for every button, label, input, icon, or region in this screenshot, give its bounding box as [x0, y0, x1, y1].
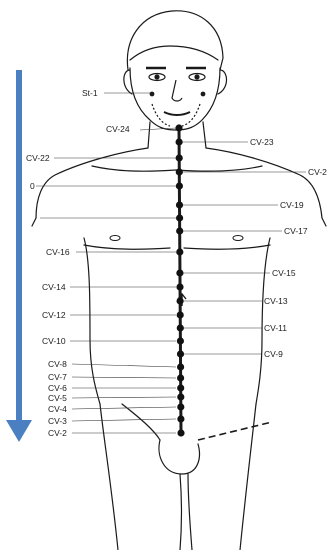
label-cv17: CV-17	[284, 226, 308, 236]
label-cv21: CV-2	[308, 167, 327, 177]
cv-point	[176, 168, 183, 175]
hairline	[130, 46, 218, 60]
mouth	[164, 112, 190, 115]
arm-left	[32, 218, 36, 226]
label-cv4: CV-4	[48, 404, 67, 414]
st1-points	[104, 92, 205, 97]
genital-outline	[159, 440, 199, 474]
face-left	[130, 68, 176, 130]
cv-point	[176, 201, 183, 208]
neck-right	[203, 122, 206, 148]
torso-right	[256, 238, 270, 404]
st1-point-right	[201, 92, 206, 97]
cv-point	[176, 283, 183, 290]
label-cv20: 0	[30, 181, 35, 191]
cv-point	[177, 374, 184, 381]
direction-arrow	[6, 70, 32, 442]
arrow-head	[6, 420, 32, 442]
label-cv15: CV-15	[272, 268, 296, 278]
label-cv13: CV-13	[264, 296, 288, 306]
cv-point	[176, 154, 183, 161]
hip-left	[100, 404, 118, 550]
label-cv24: CV-24	[106, 124, 130, 134]
cv-point	[176, 214, 183, 221]
label-cv23: CV-23	[250, 137, 274, 147]
leader-cv7	[72, 377, 176, 378]
label-cv22: CV-22	[26, 153, 50, 163]
label-cv16: CV-16	[46, 247, 70, 257]
nipple-left	[110, 236, 120, 241]
cv-point	[177, 350, 184, 357]
arm-right	[322, 218, 326, 226]
label-cv6: CV-6	[48, 383, 67, 393]
torso-left	[84, 238, 100, 404]
shoulder-right	[206, 148, 322, 218]
cv-point	[177, 393, 184, 400]
label-cv12: CV-12	[42, 310, 66, 320]
pupil-left	[155, 75, 159, 79]
shoulder-left	[36, 148, 148, 218]
label-cv11: CV-11	[264, 323, 287, 333]
label-cv8: CV-8	[48, 359, 67, 369]
cv-point	[177, 415, 184, 422]
label-cv10: CV-10	[42, 336, 66, 346]
pectoral-left	[84, 245, 170, 249]
cv-point	[176, 182, 183, 189]
clavicle-left	[92, 166, 176, 171]
cv-point	[177, 363, 184, 370]
st1-point-left	[150, 92, 155, 97]
nipple-right	[233, 236, 243, 241]
cv-point	[177, 297, 184, 304]
label-cv3: CV-3	[48, 416, 67, 426]
label-cv5: CV-5	[48, 393, 67, 403]
pupil-right	[195, 75, 199, 79]
leader-cv8	[72, 364, 176, 367]
cv-point	[177, 337, 184, 344]
leader-cv3	[72, 419, 176, 421]
cv-point	[176, 248, 183, 255]
label-cv14: CV-14	[42, 282, 66, 292]
inguinal-left	[122, 404, 160, 440]
chest-marks	[110, 236, 243, 307]
clavicle-right	[176, 166, 262, 171]
face-features	[146, 68, 206, 126]
cv-point	[177, 311, 184, 318]
label-cv2: CV-2	[48, 428, 67, 438]
nose	[172, 80, 182, 101]
pectoral-right	[184, 245, 270, 249]
label-cv19: CV-19	[280, 200, 304, 210]
neck-left	[148, 122, 150, 148]
cv-point	[176, 227, 183, 234]
label-st1: St-1	[82, 88, 98, 98]
arrow-shaft	[16, 70, 22, 425]
hair-outline	[127, 11, 223, 70]
label-cv7: CV-7	[48, 372, 67, 382]
leader-cv4	[72, 407, 176, 409]
cv-point	[177, 403, 184, 410]
label-cv9: CV-9	[264, 349, 283, 359]
cv-point	[175, 124, 182, 131]
inner-leg-left	[180, 474, 182, 550]
leader-lines	[36, 128, 306, 433]
leader-cv5	[72, 397, 176, 398]
cv-point	[176, 138, 183, 145]
cv-point	[177, 324, 184, 331]
cv-point	[177, 384, 184, 391]
inner-leg-right	[188, 474, 192, 550]
cv-point	[177, 429, 184, 436]
inguinal-dashed	[198, 422, 272, 440]
beard-left	[152, 104, 170, 126]
conception-vessel	[175, 124, 184, 436]
cv-point	[176, 269, 183, 276]
